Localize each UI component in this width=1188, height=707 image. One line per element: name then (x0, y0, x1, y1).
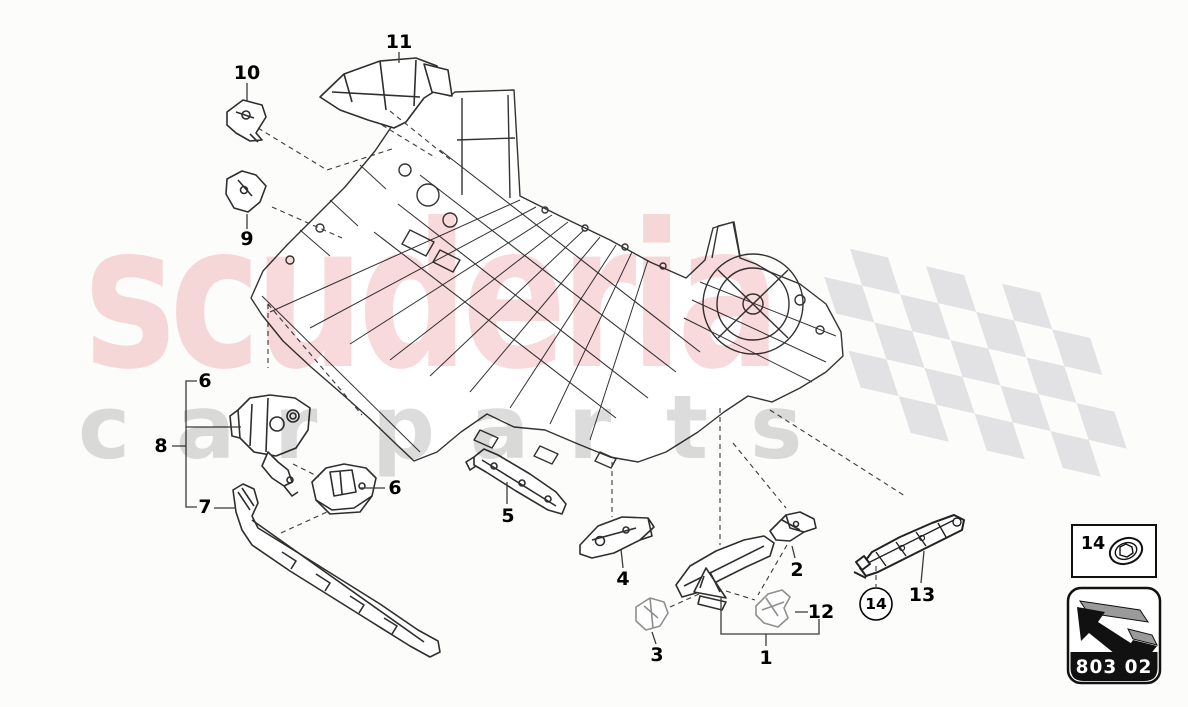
callout-label-2: 2 (790, 559, 803, 581)
section-code-badge: 803 02 (1066, 586, 1162, 685)
underbody-illustration (250, 87, 844, 469)
flag-cell (824, 276, 875, 323)
callout-label-8: 8 (154, 435, 167, 457)
callout-label-7: 7 (198, 496, 211, 518)
body-outline (250, 87, 844, 463)
part-9-bracket (225, 170, 267, 213)
callout-label-9: 9 (240, 228, 253, 250)
flag-cell (900, 294, 951, 340)
callout-label-10: 10 (234, 62, 260, 84)
flag-cell (874, 322, 925, 369)
flag-cell (1076, 403, 1127, 449)
callout-label-6: 6 (198, 370, 211, 392)
callout-label-3: 3 (650, 644, 663, 666)
flag-cell (1052, 329, 1103, 375)
flag-cell (926, 266, 977, 312)
flag-cell (1002, 283, 1053, 330)
part-13-underbody-panel (853, 514, 965, 579)
callout-label-1: 1 (759, 647, 772, 669)
flag-cell (898, 396, 949, 442)
badge-code-text: 803 02 (1076, 657, 1153, 678)
part-3-bracket (635, 597, 669, 631)
detached-parts (225, 57, 965, 658)
callout-circle-14 (859, 587, 893, 621)
flag-cell (950, 339, 1001, 386)
part-11-wheelhouse-liner (319, 57, 453, 129)
flag-cell (848, 350, 899, 397)
part-4-floor-plate (579, 516, 655, 559)
part-12-support (755, 589, 791, 628)
callout-label-14: 14 (865, 595, 887, 613)
part-8-mount-assembly (229, 394, 311, 497)
part-5-crossmember (465, 448, 567, 515)
callout-label-11: 11 (386, 31, 412, 53)
flag-cell (924, 368, 975, 414)
part-2-bracket (769, 511, 817, 542)
callout-label-5: 5 (501, 505, 514, 527)
part-7-sill-rail (232, 483, 441, 658)
callout-label-4: 4 (616, 568, 629, 590)
part-10-bracket (226, 99, 267, 143)
legend-ref-label: 14 (1081, 534, 1105, 554)
part-6-bracket-rear (311, 463, 377, 515)
flag-cell (1050, 431, 1101, 477)
flag-cell (974, 413, 1025, 460)
part-1-tunnel-rail (675, 535, 775, 611)
assembly-dashed-lines (257, 110, 906, 608)
flag-cell (1026, 357, 1077, 404)
flag-cell (976, 311, 1027, 358)
callout-label-6: 6 (388, 477, 401, 499)
underbody-arrow-icon (1077, 600, 1158, 662)
badge-code-band (1070, 652, 1158, 681)
callout-leader-lines (172, 52, 925, 646)
bolt-head-icon (1108, 536, 1144, 566)
fastener-legend-box: 14 (1071, 524, 1157, 578)
checkered-flag-graphic (824, 248, 1127, 477)
callout-label-13: 13 (909, 584, 935, 606)
callout-label-12: 12 (808, 601, 834, 623)
flag-cell (850, 248, 901, 295)
flag-cell (1000, 385, 1051, 432)
